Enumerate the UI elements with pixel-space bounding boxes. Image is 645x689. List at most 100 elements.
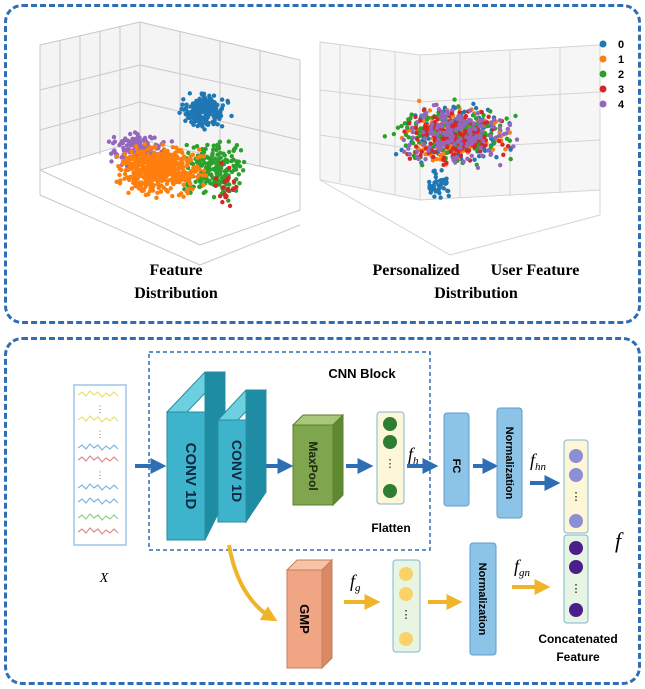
- svg-text:⋮: ⋮: [571, 491, 582, 503]
- scatter-point: [129, 138, 135, 144]
- scatter-point: [212, 111, 218, 116]
- scatter-point: [382, 134, 388, 139]
- scatter-point: [430, 158, 436, 163]
- scatter-point: [488, 152, 493, 158]
- scatter-point: [180, 169, 186, 175]
- legend-label: 3: [618, 84, 624, 96]
- scatter-point: [410, 140, 416, 146]
- legend-label: 0: [618, 39, 624, 51]
- scatter-point: [116, 164, 121, 169]
- scatter-point: [431, 154, 436, 160]
- scatter-point: [236, 159, 241, 164]
- scatter-point: [165, 148, 170, 154]
- scatter-point: [229, 169, 235, 175]
- scatter-point: [127, 131, 133, 137]
- scatter-point: [219, 160, 224, 166]
- scatter-point: [444, 132, 449, 138]
- scatter-point: [443, 181, 448, 187]
- scatter-point: [203, 107, 208, 112]
- scatter-point: [135, 163, 140, 168]
- scatter-point: [463, 121, 468, 126]
- right-caption-line2: Distribution: [434, 285, 518, 302]
- scatter-point: [234, 143, 240, 148]
- scatter-point: [492, 140, 497, 145]
- scatter-point: [472, 138, 477, 144]
- scatter-point: [147, 146, 153, 151]
- scatter-point: [436, 107, 442, 112]
- scatter-point: [190, 101, 196, 106]
- scatter-point: [444, 160, 449, 166]
- scatter-point: [126, 167, 131, 172]
- scatter-point: [438, 141, 443, 146]
- fgn-label: fgn: [514, 556, 531, 579]
- scatter-point: [409, 125, 415, 131]
- scatter-point: [214, 102, 220, 108]
- scatter-point: [435, 125, 440, 130]
- scatter-point: [170, 157, 176, 163]
- scatter-point: [449, 138, 455, 143]
- scatter-point: [138, 170, 144, 176]
- scatter-point: [183, 111, 188, 117]
- scatter-point: [441, 177, 446, 183]
- scatter-point: [446, 193, 451, 199]
- scatter-point: [179, 178, 184, 183]
- scatter-point: [220, 103, 226, 108]
- scatter-point: [465, 156, 470, 161]
- scatter-point: [437, 147, 442, 152]
- norm2-label: Normalization: [476, 563, 488, 636]
- scatter-point: [184, 102, 189, 107]
- scatter-point: [507, 122, 513, 128]
- scatter-point: [131, 178, 137, 184]
- scatter-point: [226, 198, 231, 203]
- scatter-point: [184, 157, 189, 163]
- scatter-point: [117, 172, 122, 178]
- scatter-point: [450, 107, 455, 113]
- scatter-point: [470, 113, 476, 118]
- scatter-point: [452, 142, 457, 147]
- scatter-point: [181, 194, 186, 199]
- scatter-point: [457, 145, 463, 150]
- scatter-point: [140, 159, 146, 165]
- scatter-point: [458, 153, 464, 159]
- scatter-point: [476, 119, 481, 125]
- scatter-point: [430, 131, 436, 137]
- scatter-point: [458, 141, 464, 147]
- scatter-point: [230, 187, 236, 193]
- scatter-point: [211, 194, 217, 200]
- scatter-point: [399, 123, 404, 129]
- scatter-point: [454, 154, 460, 160]
- scatter-point: [497, 118, 503, 123]
- scatter-point: [185, 191, 190, 196]
- scatter-point: [514, 137, 520, 142]
- left-caption-line1: Feature: [149, 262, 202, 279]
- conv1-label: CONV 1D: [182, 443, 199, 510]
- scatter-point: [188, 154, 193, 159]
- scatter-point: [205, 142, 210, 148]
- scatter-point: [181, 154, 187, 159]
- scatter-point: [135, 150, 140, 156]
- scatter-point: [419, 149, 424, 154]
- scatter-point: [155, 182, 160, 187]
- scatter-point: [174, 145, 179, 150]
- scatter-point: [432, 194, 437, 199]
- scatter-point: [190, 173, 196, 178]
- scatter-point: [240, 168, 246, 173]
- scatter-point: [446, 139, 451, 144]
- svg-text:⋮: ⋮: [401, 609, 412, 621]
- legend-marker: [599, 55, 607, 63]
- scatter-point: [142, 142, 148, 147]
- scatter-point: [497, 126, 502, 131]
- scatter-point: [414, 149, 420, 154]
- scatter-point: [434, 132, 439, 138]
- scatter-point: [458, 136, 463, 142]
- scatter-point: [173, 155, 179, 160]
- scatter-point: [217, 139, 223, 145]
- scatter-point: [188, 110, 193, 115]
- scatter-point: [434, 102, 439, 108]
- scatter-point: [135, 131, 140, 137]
- scatter-point: [215, 142, 220, 148]
- scatter-point: [164, 174, 169, 179]
- scatter-point: [452, 97, 457, 102]
